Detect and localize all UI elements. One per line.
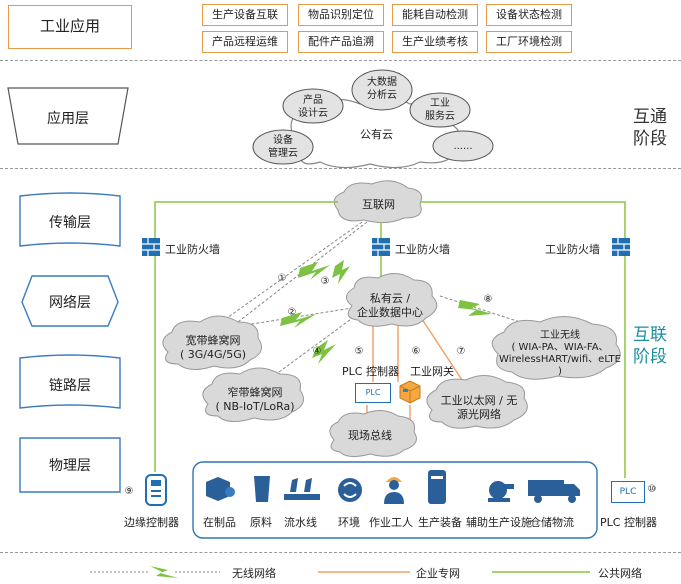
device-label: 生产装备: [418, 516, 462, 529]
internet-cloud-shape: [333, 180, 422, 224]
edge-controller-icon: [145, 474, 167, 506]
fieldbus-label: 现场总线: [348, 429, 392, 442]
firewall-icon: [372, 238, 390, 256]
app-item: 工厂环境检测: [486, 31, 572, 53]
divider: [0, 552, 681, 553]
firewall-label-right: 工业防火墙: [545, 243, 600, 256]
environment-icon: [338, 478, 362, 502]
app-item: 生产设备互联: [202, 4, 288, 26]
aux-facility-icon: [488, 481, 514, 502]
equipment-icon: [428, 470, 446, 504]
layer-physical: 物理层: [49, 458, 91, 474]
ethernet-label: 工业以太网 / 无源光网络: [440, 394, 518, 421]
fieldbus-cloud-shape: [329, 410, 417, 458]
material-icon: [254, 476, 270, 502]
worker-icon: [384, 477, 404, 504]
layer-shape-link: [19, 354, 121, 409]
plc-controller-label: PLC 控制器: [342, 365, 399, 378]
device-label: 辅助生产设施: [466, 516, 532, 529]
firewall-icon: [612, 238, 630, 256]
layer-shape-physical: [19, 437, 121, 493]
marker-4: ④: [312, 346, 322, 357]
marker-6: ⑥: [411, 346, 421, 357]
app-item: 物品识别定位: [298, 4, 384, 26]
wireless-label: 工业无线( WIA-PA、WIA-FA、WirelessHART/wifi、eL…: [499, 330, 621, 377]
device-label: 流水线: [284, 516, 317, 529]
layer-application: 应用层: [47, 111, 89, 127]
legend-wireless: 无线网络: [232, 567, 276, 580]
layer-link: 链路层: [49, 378, 91, 394]
device-label: 原料: [250, 516, 272, 529]
app-item: 配件产品追溯: [298, 31, 384, 53]
narrowband-label: 窄带蜂窝网( NB-IoT/LoRa): [215, 386, 295, 413]
wireless-bolts: [280, 260, 492, 364]
legend-enterprise: 企业专网: [416, 567, 460, 580]
firewall-label-left: 工业防火墙: [165, 243, 220, 256]
divider: [0, 168, 681, 169]
narrowband-cloud-shape: [202, 367, 305, 422]
app-item: 能耗自动检测: [392, 4, 478, 26]
gateway-icon: [399, 380, 421, 404]
edge-controller-label: 边缘控制器: [124, 516, 179, 529]
sub-cloud-shapes: [252, 69, 494, 165]
marker-8: ⑧: [483, 294, 493, 305]
public-cloud-label: 公有云: [360, 128, 393, 141]
device-label: 环境: [338, 516, 360, 529]
broadband-label: 宽带蜂窝网( 3G/4G/5G): [179, 334, 247, 361]
phase-interconnect: 互通阶段: [633, 107, 667, 149]
design-cloud-label: 产品设计云: [298, 95, 328, 119]
truck-icon: [528, 480, 580, 503]
device-label: 仓储物流: [530, 516, 574, 529]
firewall-label-center: 工业防火墙: [395, 243, 450, 256]
plc-icon: PLC: [355, 383, 391, 403]
device-label: 在制品: [203, 516, 236, 529]
marker-10: ⑩: [647, 484, 657, 495]
app-item: 设备状态检测: [486, 4, 572, 26]
divider: [0, 60, 681, 61]
broadband-cloud-shape: [162, 315, 263, 370]
assembly-line-icon: [284, 478, 320, 500]
service-cloud-label: 工业服务云: [425, 98, 455, 122]
device-label: 作业工人: [369, 516, 413, 529]
legend-public: 公共网络: [598, 567, 642, 580]
phase-interlink: 互联阶段: [633, 325, 667, 367]
ethernet-cloud-shape: [426, 375, 528, 429]
wip-icon: [206, 477, 235, 501]
plc-right-icon: PLC: [611, 481, 645, 503]
app-item: 生产业绩考核: [392, 31, 478, 53]
layer-shape-network: [21, 275, 119, 327]
industrial-app-title: 工业应用: [8, 5, 132, 49]
marker-2: ②: [287, 307, 297, 318]
layer-network: 网络层: [49, 295, 91, 311]
wireless-cloud-shape: [491, 316, 621, 380]
gateway-label: 工业网关: [410, 365, 454, 378]
app-item: 产品远程运维: [202, 31, 288, 53]
private-cloud-shape: [346, 273, 438, 327]
marker-7: ⑦: [456, 346, 466, 357]
firewall-icon: [142, 238, 160, 256]
layer-shape-application: [7, 87, 129, 145]
more-cloud-label: ......: [453, 141, 473, 152]
marker-1: ①: [277, 273, 287, 284]
mgmt-cloud-label: 设备管理云: [268, 135, 298, 159]
marker-9: ⑨: [124, 486, 134, 497]
layer-shape-transport: [19, 192, 121, 247]
private-cloud-label: 私有云 /企业数据中心: [357, 292, 423, 319]
internet-label: 互联网: [362, 198, 395, 211]
plc-right-label: PLC 控制器: [600, 516, 657, 529]
bigdata-cloud-label: 大数据分析云: [367, 77, 397, 101]
legend-lines: [90, 566, 590, 578]
marker-5: ⑤: [354, 346, 364, 357]
marker-3: ③: [320, 276, 330, 287]
layer-transport: 传输层: [49, 215, 91, 231]
